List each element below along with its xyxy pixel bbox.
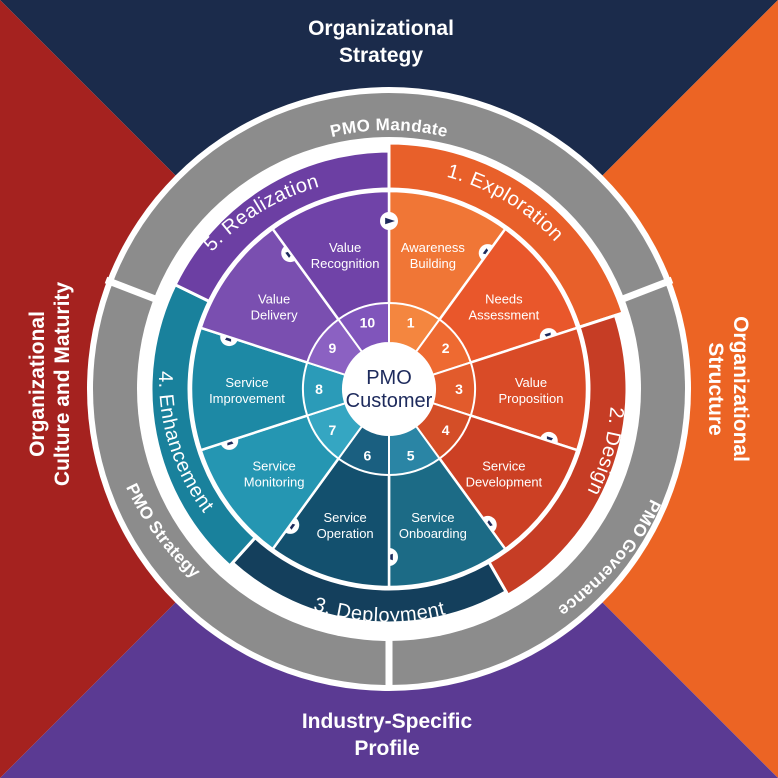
step-label-8-line1: Service — [225, 375, 268, 390]
center-label-line2: Customer — [346, 390, 433, 412]
step-number-4: 4 — [442, 422, 450, 438]
step-label-6-line2: Operation — [317, 526, 374, 541]
step-ring-border — [187, 187, 591, 591]
step-number-5: 5 — [407, 448, 415, 464]
corner-right-line2: Structure — [704, 342, 727, 435]
step-number-3: 3 — [455, 381, 463, 397]
step-layer: AwarenessBuildingNeedsAssessmentValuePro… — [189, 189, 589, 589]
corner-left-line1: Organizational — [26, 311, 49, 457]
step-label-3-line2: Proposition — [498, 391, 563, 406]
step-number-10: 10 — [360, 314, 376, 330]
corner-bottom-line1: Industry-Specific — [302, 710, 473, 733]
step-label-2-line1: Needs — [485, 292, 523, 307]
step-label-10-line2: Recognition — [311, 256, 380, 271]
step-label-4-line2: Development — [466, 474, 543, 489]
step-label-1-line1: Awareness — [401, 240, 466, 255]
step-label-5-line1: Service — [411, 510, 454, 525]
step-label-7-line1: Service — [252, 458, 295, 473]
hub-layer: 1 2 3 4 5 6 7 8 9 10 — [302, 301, 476, 477]
step-label-6-line1: Service — [323, 510, 366, 525]
corner-right-line1: Organizational — [729, 316, 752, 462]
corner-top-line1: Organizational — [308, 17, 454, 40]
step-label-7-line2: Monitoring — [244, 474, 305, 489]
corner-top-line2: Strategy — [339, 44, 423, 67]
center-hub — [343, 343, 435, 435]
step-label-4-line1: Service — [482, 458, 525, 473]
step-label-9-line2: Delivery — [251, 308, 298, 323]
step-number-9: 9 — [328, 340, 336, 356]
center-label-line1: PMO — [366, 367, 412, 389]
step-label-2-line2: Assessment — [468, 308, 539, 323]
step-arrow-icon — [380, 212, 398, 230]
step-label-3-line1: Value — [515, 375, 547, 390]
step-label-10-line1: Value — [329, 240, 361, 255]
step-number-8: 8 — [315, 381, 323, 397]
corner-left-line2: Culture and Maturity — [51, 282, 74, 486]
step-label-1-line2: Building — [410, 256, 456, 271]
corner-bottom-line2: Profile — [354, 737, 419, 760]
step-label-9-line1: Value — [258, 292, 290, 307]
step-label-8-line2: Improvement — [209, 391, 285, 406]
step-number-7: 7 — [328, 422, 336, 438]
step-number-1: 1 — [407, 314, 415, 330]
step-label-5-line2: Onboarding — [399, 526, 467, 541]
step-number-6: 6 — [363, 448, 371, 464]
step-number-2: 2 — [442, 340, 450, 356]
